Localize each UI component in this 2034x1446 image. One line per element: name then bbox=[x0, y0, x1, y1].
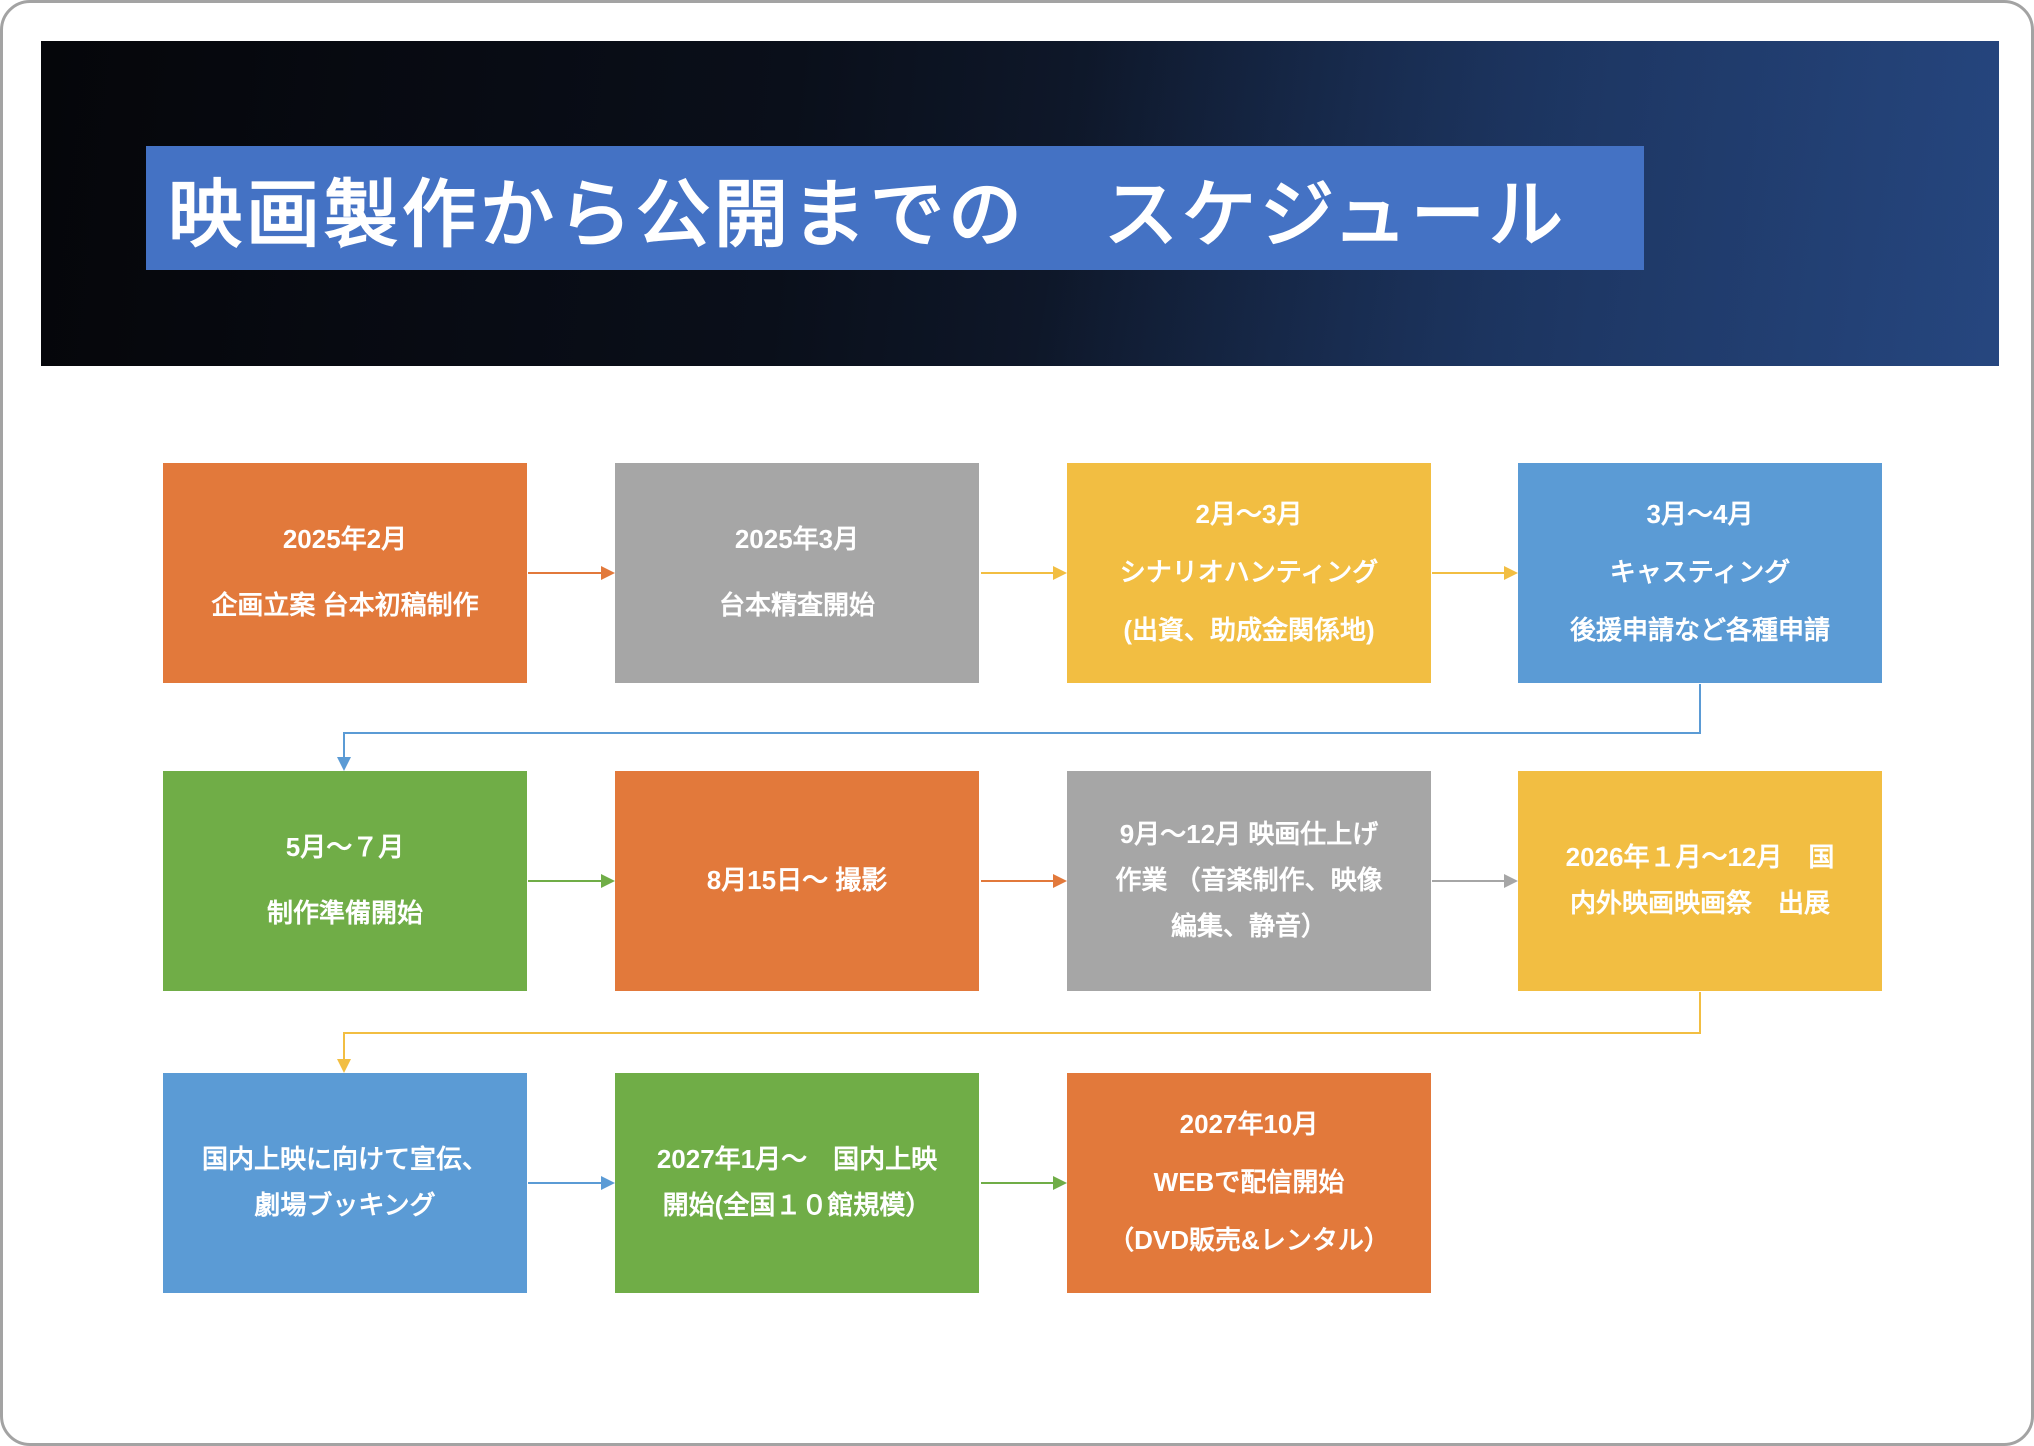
box-text-line: キャスティング bbox=[1609, 557, 1791, 588]
flow-box-script-review: 2025年3月 台本精査開始 bbox=[615, 463, 979, 683]
flow-box-post-production: 9月～12月 映画仕上げ 作業 （音楽制作、映像 編集、静音） bbox=[1067, 771, 1431, 991]
flow-box-planning: 2025年2月 企画立案 台本初稿制作 bbox=[163, 463, 527, 683]
box-text-line: 後援申請など各種申請 bbox=[1569, 614, 1830, 645]
box-text-line: 2026年１月～12月 国 bbox=[1565, 842, 1835, 873]
flow-box-domestic-release: 2027年1月～ 国内上映 開始(全国１０館規模） bbox=[615, 1073, 979, 1293]
box-text-line: 3月～4月 bbox=[1646, 499, 1754, 530]
box-text-line: 2027年10月 bbox=[1179, 1109, 1319, 1140]
box-text-line: 9月～12月 映画仕上げ bbox=[1119, 819, 1379, 850]
connector-promotion-to-domestic-release bbox=[528, 1176, 615, 1190]
connector-post-production-to-film-festivals bbox=[1432, 874, 1518, 888]
flow-box-casting: 3月～4月 キャスティング 後援申請など各種申請 bbox=[1518, 463, 1882, 683]
connector-shooting-to-post-production bbox=[981, 874, 1067, 888]
flow-box-web-distribution: 2027年10月 WEBで配信開始 （DVD販売&レンタル） bbox=[1067, 1073, 1431, 1293]
box-text-line: 内外映画映画祭 出展 bbox=[1569, 888, 1830, 918]
connector-film-festivals-to-promotion bbox=[337, 992, 1701, 1073]
box-text-line: 5月～７月 bbox=[285, 832, 405, 863]
box-text-line: 台本精査開始 bbox=[718, 590, 875, 620]
connector-domestic-release-to-web-distribution bbox=[981, 1176, 1067, 1190]
box-text-line: 国内上映に向けて宣伝、 bbox=[201, 1144, 488, 1175]
box-text-line: 8月15日～ 撮影 bbox=[706, 865, 888, 896]
box-text-line: 劇場ブッキング bbox=[254, 1190, 436, 1220]
flow-box-scenario-hunting: 2月～3月 シナリオハンティング (出資、助成金関係地) bbox=[1067, 463, 1431, 683]
slide-title: 映画製作から公開までの スケジュール bbox=[168, 171, 1567, 258]
box-text-line: 制作準備開始 bbox=[266, 898, 423, 928]
box-text-line: 2025年2月 bbox=[282, 524, 408, 555]
connector-script-review-to-scenario-hunting bbox=[981, 566, 1067, 580]
box-text-line: WEBで配信開始 bbox=[1153, 1167, 1345, 1198]
box-text-line: 2月～3月 bbox=[1195, 499, 1303, 530]
connector-planning-to-script-review bbox=[528, 566, 615, 580]
flow-box-production-prep: 5月～７月 制作準備開始 bbox=[163, 771, 527, 991]
connector-production-prep-to-shooting bbox=[528, 874, 615, 888]
box-text-line: 企画立案 台本初稿制作 bbox=[211, 590, 479, 620]
box-text-line: 2027年1月～ 国内上映 bbox=[656, 1144, 938, 1175]
box-text-line: シナリオハンティング bbox=[1119, 557, 1379, 588]
connector-scenario-hunting-to-casting bbox=[1432, 566, 1518, 580]
flow-box-domestic-promotion: 国内上映に向けて宣伝、 劇場ブッキング bbox=[163, 1073, 527, 1293]
box-text-line: 2025年3月 bbox=[734, 524, 860, 555]
connector-casting-to-production-prep bbox=[337, 684, 1701, 771]
header-band: 映画製作から公開までの スケジュール bbox=[41, 41, 1999, 366]
flow-box-film-festivals: 2026年１月～12月 国 内外映画映画祭 出展 bbox=[1518, 771, 1882, 991]
box-text-line: 開始(全国１０館規模） bbox=[662, 1190, 932, 1220]
flow-box-shooting: 8月15日～ 撮影 bbox=[615, 771, 979, 991]
box-text-line: (出資、助成金関係地) bbox=[1123, 614, 1375, 645]
box-text-line: 編集、静音） bbox=[1170, 910, 1327, 941]
box-text-line: （DVD販売&レンタル） bbox=[1108, 1224, 1390, 1255]
box-text-line: 作業 （音楽制作、映像 bbox=[1115, 865, 1383, 896]
slide-title-bar: 映画製作から公開までの スケジュール bbox=[146, 146, 1644, 270]
